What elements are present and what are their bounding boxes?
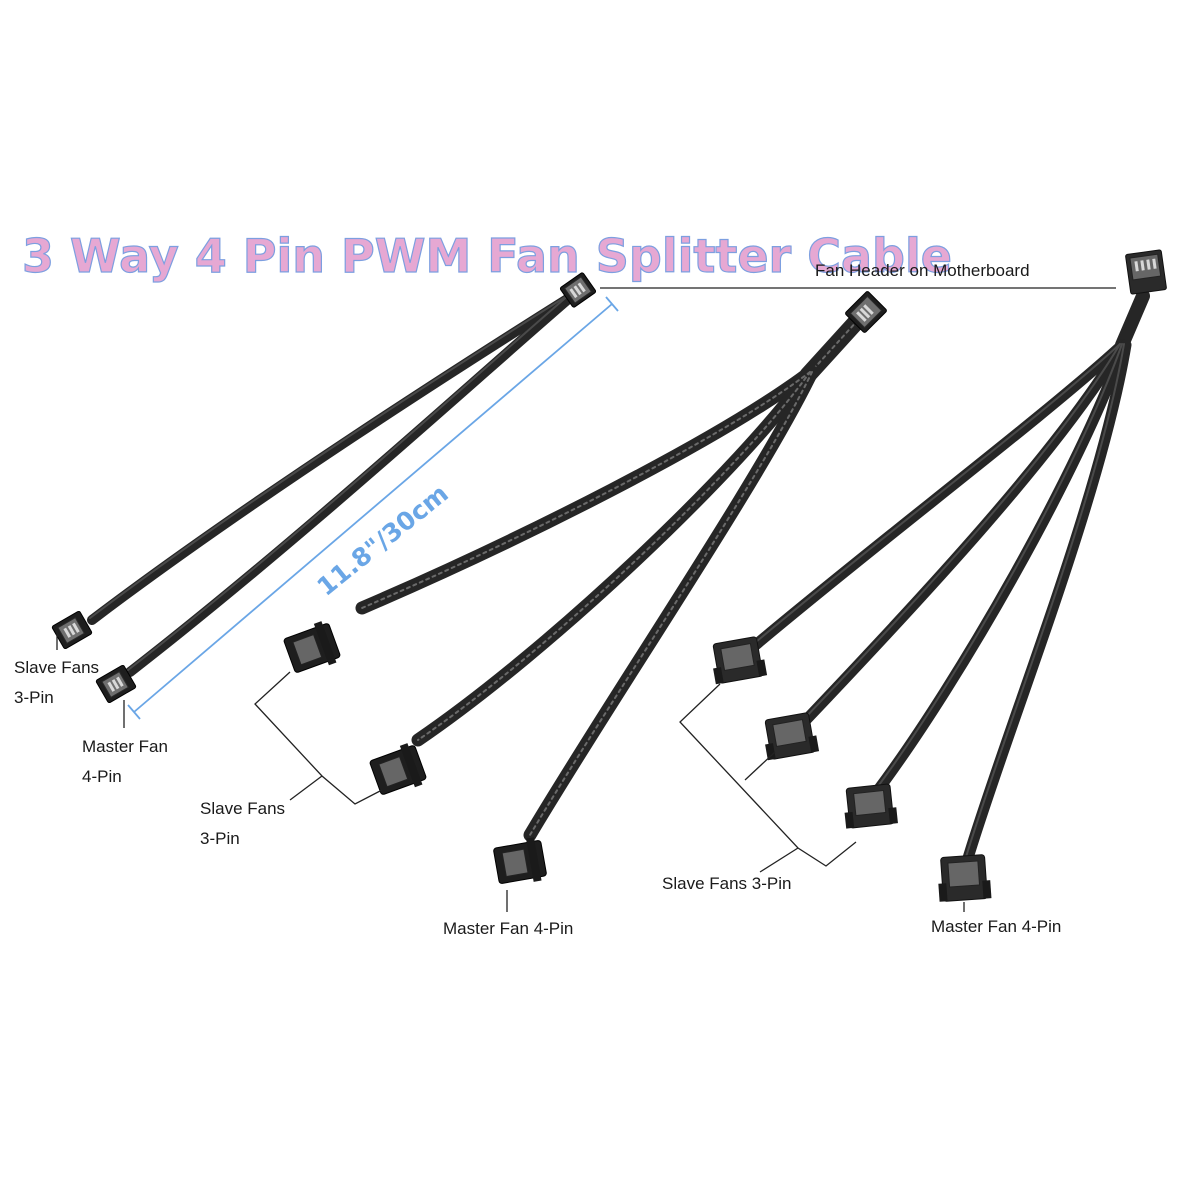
right-cable-master-wire xyxy=(962,339,1132,864)
middle-slave-label-line1: Slave Fans xyxy=(200,799,285,818)
dimension-tick-end xyxy=(605,296,619,312)
right-cable-trunk xyxy=(1115,289,1150,352)
right-slave-connector-3 xyxy=(844,783,898,829)
left-master-label-line1: Master Fan xyxy=(82,737,168,756)
right-header-connector xyxy=(1125,249,1167,295)
middle-cable-master-wire xyxy=(523,365,819,842)
left-header-connector xyxy=(559,272,597,308)
right-cable-slave-wire-3 xyxy=(872,339,1130,796)
right-splitter-cable: Slave Fans 3-Pin Master Fan 4-Pin xyxy=(662,249,1167,936)
right-cable-slave-wire-1 xyxy=(746,339,1128,654)
header-label: Fan Header on Motherboard xyxy=(815,261,1030,280)
middle-slave-bracket xyxy=(254,671,383,805)
middle-slave-label-line2: 3-Pin xyxy=(200,829,240,848)
middle-master-connector xyxy=(493,837,547,884)
left-cable-master-wire xyxy=(125,291,577,677)
right-slave-connector-1 xyxy=(712,636,768,685)
right-master-label: Master Fan 4-Pin xyxy=(931,917,1061,936)
right-slave-connector-2 xyxy=(764,712,820,761)
right-slave-leader xyxy=(759,847,799,873)
right-slave-leader-mid xyxy=(744,751,776,781)
left-master-connector xyxy=(95,664,137,704)
right-slave-bracket xyxy=(679,683,857,867)
middle-slave-leader xyxy=(289,775,323,801)
middle-slave-connector-2 xyxy=(369,743,427,795)
length-dimension: 11.8"/30cm xyxy=(127,296,619,720)
left-cable-slave-wire xyxy=(87,291,577,625)
left-master-label-line2: 4-Pin xyxy=(82,767,122,786)
left-slave-label-line2: 3-Pin xyxy=(14,688,54,707)
dimension-tick-start xyxy=(127,704,141,720)
diagram-title: 3 Way 4 Pin PWM Fan Splitter Cable xyxy=(22,229,952,283)
middle-header-connector xyxy=(845,291,887,333)
left-slave-label-line1: Slave Fans xyxy=(14,658,99,677)
right-slave-label: Slave Fans 3-Pin xyxy=(662,874,791,893)
right-cable-slave-wire-2 xyxy=(800,339,1128,726)
left-slave-connector xyxy=(51,610,93,650)
left-splitter-cable: Slave Fans 3-Pin Master Fan 4-Pin xyxy=(14,272,597,786)
middle-splitter-cable: Slave Fans 3-Pin Master Fan 4-Pin xyxy=(200,291,887,938)
dimension-line xyxy=(133,303,613,713)
middle-slave-connector-1 xyxy=(283,621,341,673)
right-master-connector xyxy=(938,854,992,902)
middle-master-label: Master Fan 4-Pin xyxy=(443,919,573,938)
